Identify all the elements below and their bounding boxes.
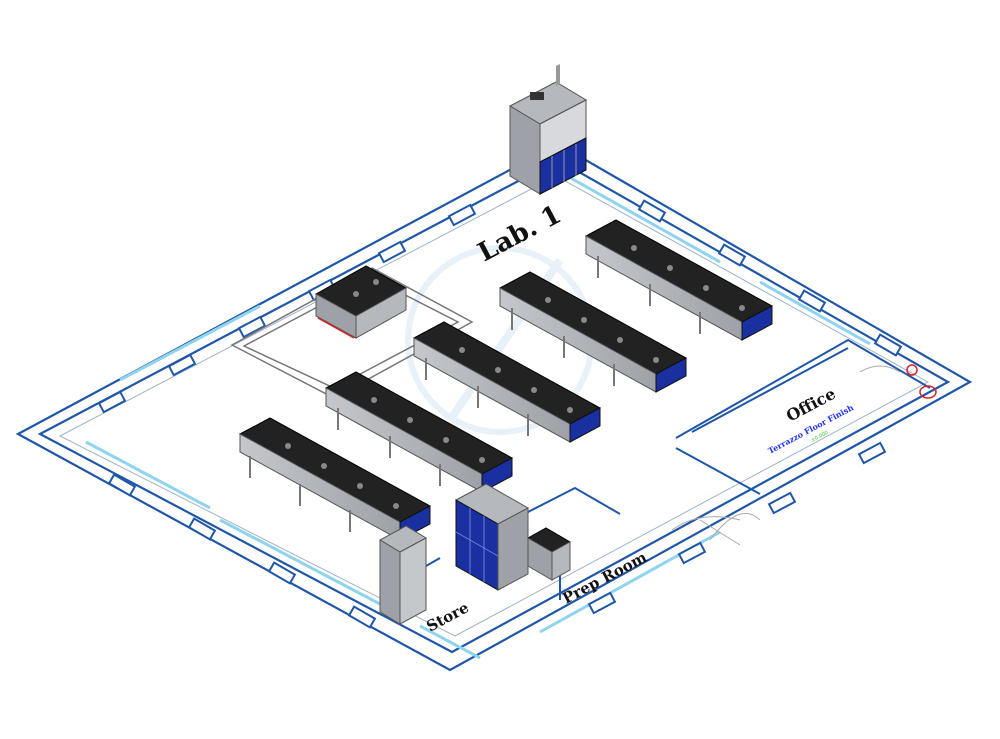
outer-walls xyxy=(15,142,973,672)
fume-hood xyxy=(508,64,588,195)
door-swings xyxy=(671,365,901,546)
reagent-cabinet xyxy=(454,483,530,591)
store-cabinet xyxy=(378,525,428,625)
office-fixtures xyxy=(906,364,937,399)
interior-partitions xyxy=(411,338,931,600)
store-label: Store xyxy=(423,598,471,635)
island-bench xyxy=(314,265,408,339)
prep-sink-bench xyxy=(526,527,572,581)
bench-taps xyxy=(285,245,745,509)
lab-label: Lab. 1 xyxy=(473,200,566,269)
